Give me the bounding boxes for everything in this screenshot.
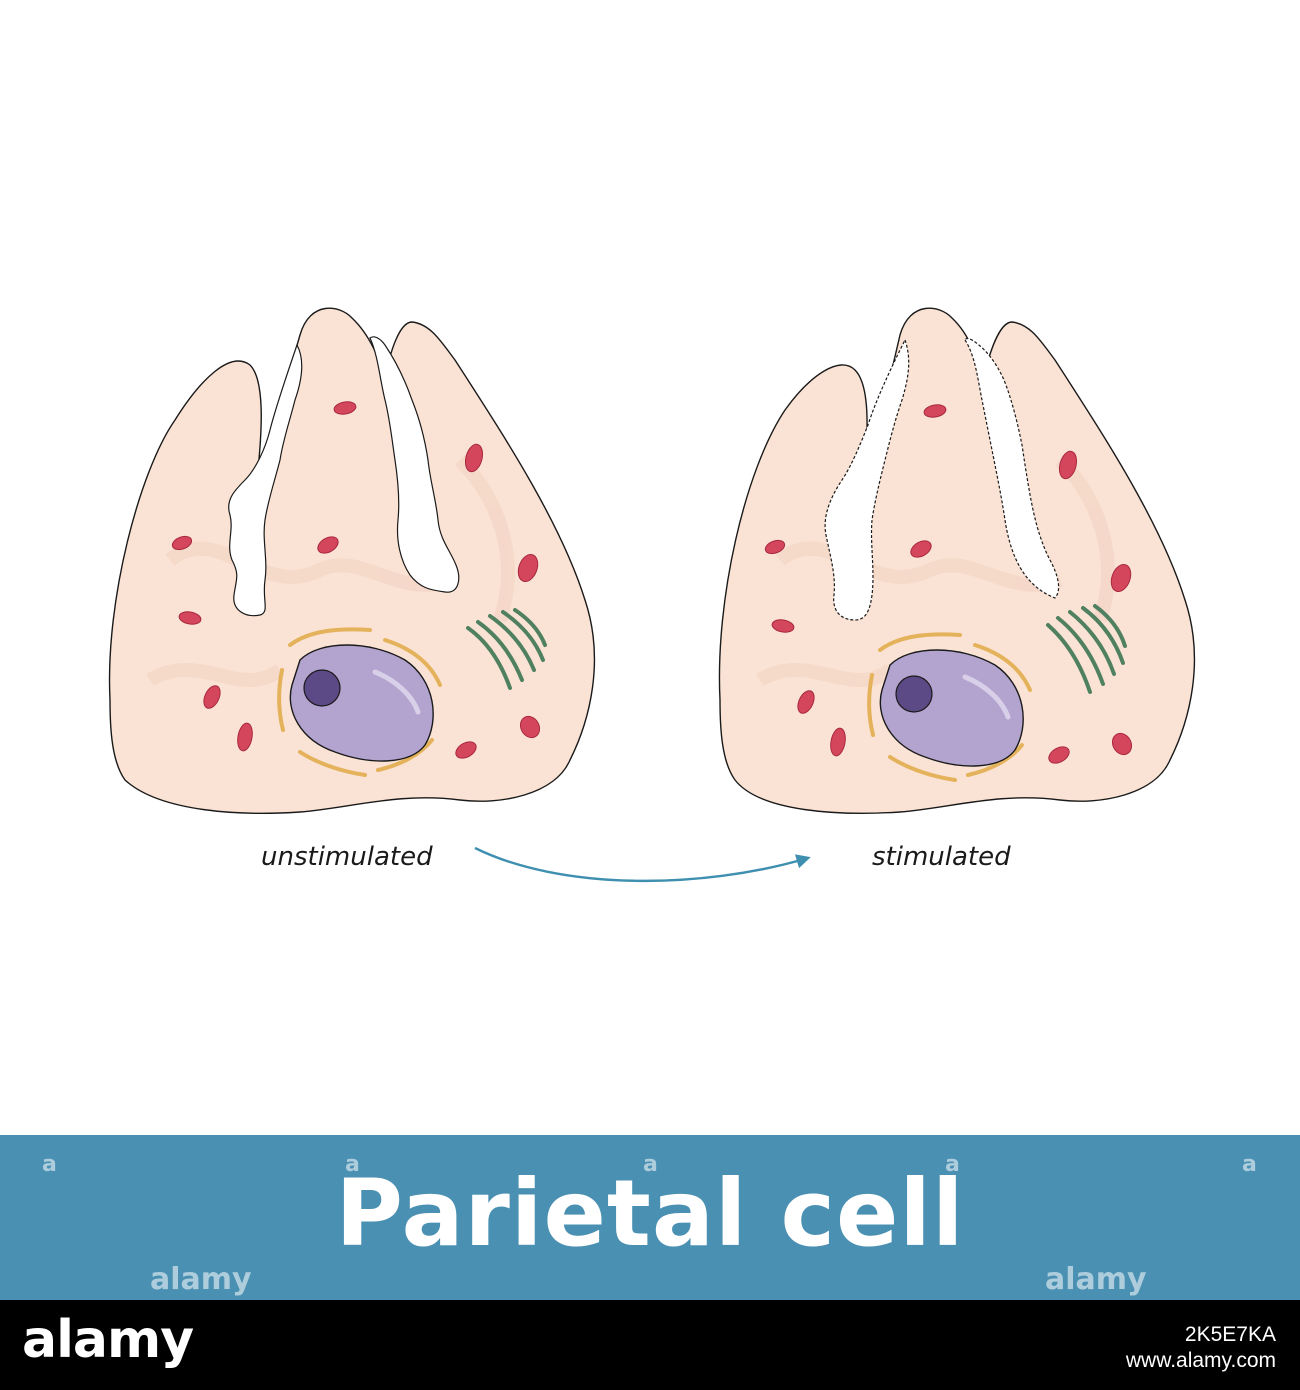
nucleolus	[895, 675, 933, 713]
watermark-letter: a	[42, 1152, 57, 1177]
mitochondrion	[203, 685, 221, 709]
mitochondria-group	[171, 401, 541, 759]
secretory-canaliculus	[964, 337, 1060, 599]
mitochondrion	[519, 715, 541, 739]
mitochondrion	[1048, 746, 1070, 764]
mitochondrion	[797, 690, 815, 714]
watermark-word: alamy	[1045, 1262, 1147, 1297]
footer-info: 2K5E7KA www.alamy.com	[1126, 1322, 1276, 1374]
secretory-canaliculus	[369, 336, 460, 593]
mitochondria-group	[764, 404, 1133, 764]
mitochondrion	[771, 619, 795, 633]
footer-bar	[0, 1300, 1300, 1390]
footer-url: www.alamy.com	[1125, 1349, 1276, 1372]
watermark-word: alamy	[150, 1262, 252, 1297]
nucleus-highlight	[962, 674, 1011, 720]
mitochondrion	[1058, 450, 1078, 480]
title-banner	[0, 1135, 1300, 1300]
mitochondrion	[923, 404, 947, 418]
mitochondrion	[333, 401, 357, 415]
mitochondrion	[1110, 563, 1132, 593]
watermark-letter: a	[643, 1152, 658, 1177]
golgi-apparatus	[466, 608, 547, 690]
secretory-canaliculus	[228, 343, 303, 617]
mitochondrion	[317, 536, 339, 554]
mitochondrion	[178, 611, 202, 625]
watermark-letter: a	[345, 1152, 360, 1177]
watermark-letter: a	[945, 1152, 960, 1177]
parietal-cell-diagram	[108, 307, 1196, 883]
footer-logo: alamy	[22, 1310, 194, 1370]
mitochondrion	[171, 535, 193, 551]
mitochondrion	[1111, 732, 1133, 756]
mitochondrion	[830, 727, 846, 757]
mitochondrion	[517, 553, 539, 583]
mitochondrion	[764, 539, 786, 555]
endoplasmic-reticulum	[277, 627, 442, 777]
image-id: 2K5E7KA	[1184, 1323, 1276, 1346]
page-title: Parietal cell	[335, 1160, 965, 1267]
cytoplasm-shading	[756, 455, 1115, 687]
endoplasmic-reticulum	[867, 632, 1032, 782]
mitochondrion	[464, 443, 484, 473]
secretory-canaliculus	[824, 338, 910, 621]
mitochondrion	[455, 741, 477, 759]
stimulated-label: stimulated	[872, 842, 1011, 872]
golgi-apparatus	[1046, 604, 1127, 694]
transition-arrow	[474, 846, 811, 883]
cytoplasm-shading	[146, 455, 515, 687]
unstimulated-label: unstimulated	[261, 842, 433, 872]
watermark-letter: a	[1242, 1152, 1257, 1177]
mitochondrion	[237, 722, 253, 752]
cell-unstimulated	[108, 307, 596, 814]
mitochondrion	[910, 540, 932, 558]
nucleolus	[303, 669, 341, 707]
cell-stimulated	[718, 307, 1196, 814]
nucleus-highlight	[372, 669, 421, 715]
